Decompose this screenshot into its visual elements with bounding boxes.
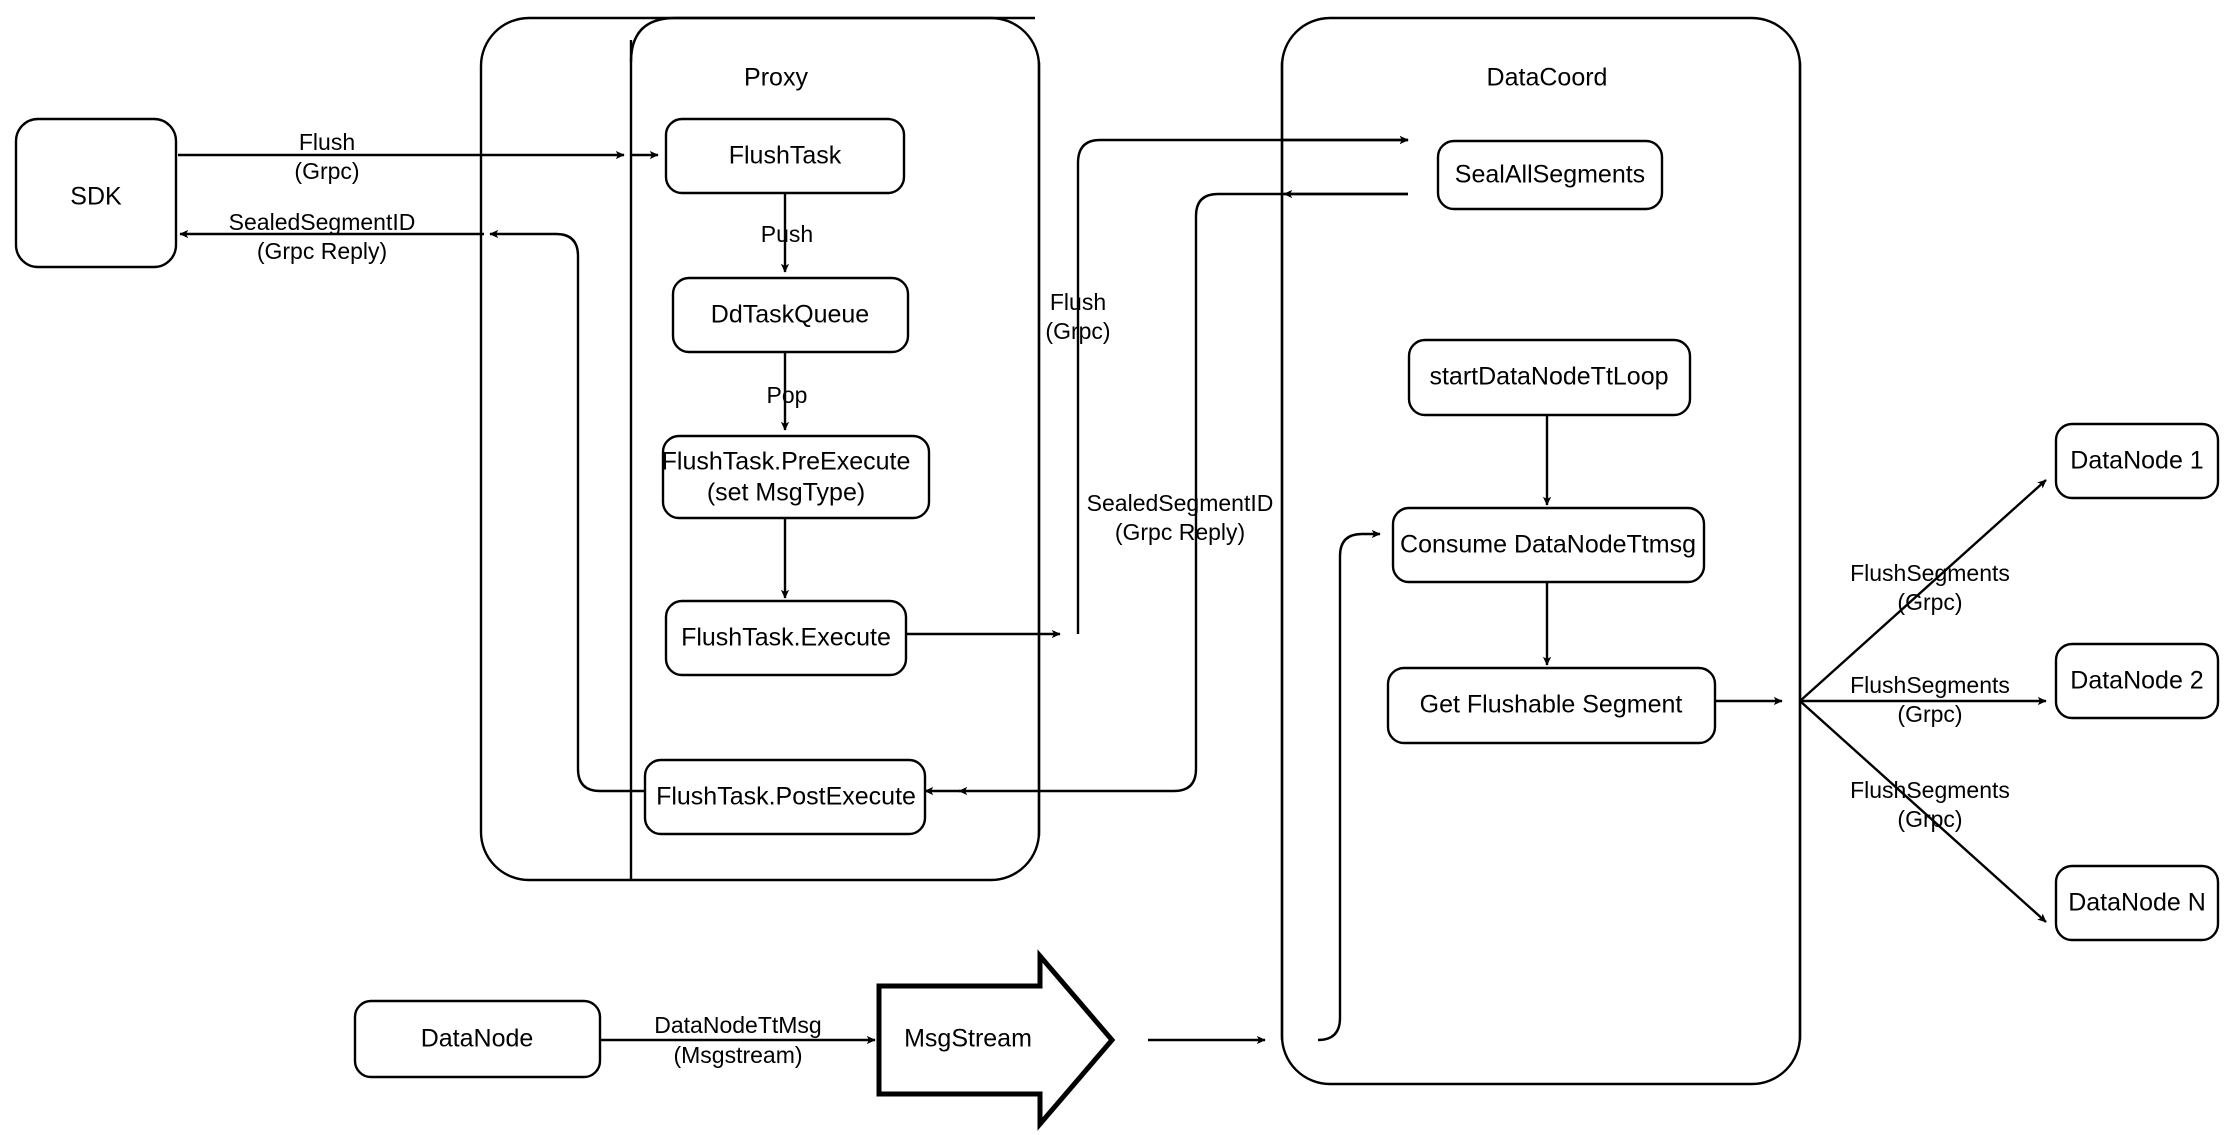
edge-label-proxy-flush-line2: (Grpc) xyxy=(1045,318,1110,344)
node-get-flushable-segment-label: Get Flushable Segment xyxy=(1420,691,1683,719)
node-datanode-1[interactable] xyxy=(2054,422,2220,500)
node-flushtask-postexecute[interactable] xyxy=(643,758,927,836)
proxy-container-label: Proxy xyxy=(744,64,808,92)
edge-label-push: Push xyxy=(761,221,813,247)
edge-postexecute-to-reply xyxy=(489,229,645,793)
node-msgstream-label: MsgStream xyxy=(904,1025,1032,1053)
edge-msgstream-rail-up xyxy=(1317,529,1381,1042)
edge-label-proxy-flush-line1: Flush xyxy=(1050,289,1106,315)
node-datanode-n-label: DataNode N xyxy=(2068,889,2206,917)
node-datanode-source[interactable] xyxy=(353,999,602,1079)
node-consume-datanode-ttmsg[interactable] xyxy=(1391,506,1706,584)
edge-label-flushsegments-2-line1: FlushSegments xyxy=(1850,672,2010,698)
edge-label-proxy-reply-line2: (Grpc Reply) xyxy=(1115,519,1245,545)
edge-label-flushsegments-2-line2: (Grpc) xyxy=(1897,701,1962,727)
edge-proxy-rail-top-curve xyxy=(629,16,1035,63)
node-get-flushable-segment[interactable] xyxy=(1386,666,1717,745)
edge-sealedsegment-return xyxy=(958,192,1408,796)
edge-label-flushsegments-n-line2: (Grpc) xyxy=(1897,806,1962,832)
node-datanode-2[interactable] xyxy=(2054,642,2220,720)
node-start-datanode-tt-loop-label: startDataNodeTtLoop xyxy=(1429,363,1668,391)
edge-label-pop: Pop xyxy=(767,382,808,408)
edge-label-ttmsg-line1: DataNodeTtMsg xyxy=(654,1012,821,1038)
edge-label-sdk-reply-line2: (Grpc Reply) xyxy=(257,238,387,264)
edge-label-flushsegments-n-line1: FlushSegments xyxy=(1850,777,2010,803)
edge-label-sdk-flush-line1: Flush xyxy=(299,129,355,155)
edge-label-sdk-flush-line2: (Grpc) xyxy=(294,158,359,184)
node-seal-all-segments[interactable] xyxy=(1436,139,1664,211)
node-sdk-label: SDK xyxy=(70,183,122,211)
edge-flush-rail-up xyxy=(1076,135,1409,635)
node-datanode-1-label: DataNode 1 xyxy=(2070,447,2203,475)
node-consume-datanode-ttmsg-label: Consume DataNodeTtmsg xyxy=(1400,531,1696,559)
node-flushtask-postexecute-label: FlushTask.PostExecute xyxy=(656,783,916,811)
node-dd-task-queue[interactable] xyxy=(671,276,910,354)
node-datanode-2-label: DataNode 2 xyxy=(2070,667,2203,695)
edge-label-flushsegments-1-line1: FlushSegments xyxy=(1850,560,2010,586)
node-preexecute-line2: (set MsgType) xyxy=(707,479,865,507)
edge-label-ttmsg-line2: (Msgstream) xyxy=(673,1042,802,1068)
node-sdk[interactable] xyxy=(14,117,178,269)
datacoord-container-label: DataCoord xyxy=(1487,64,1608,92)
node-msgstream[interactable] xyxy=(876,949,1116,1131)
edge-label-sdk-reply-line1: SealedSegmentID xyxy=(229,209,416,235)
node-flush-task[interactable] xyxy=(664,117,906,195)
node-preexecute-line1: FlushTask.PreExecute xyxy=(662,448,911,476)
node-flush-task-label: FlushTask xyxy=(729,142,842,170)
edge-label-flushsegments-1-line2: (Grpc) xyxy=(1897,589,1962,615)
node-flushtask-execute[interactable] xyxy=(664,599,908,677)
edge-fanout-datanode1 xyxy=(1799,479,2047,702)
node-flushtask-preexecute[interactable] xyxy=(661,434,931,520)
node-seal-all-segments-label: SealAllSegments xyxy=(1455,161,1645,189)
node-flushtask-execute-label: FlushTask.Execute xyxy=(681,624,891,652)
edge-fanout-datanoden xyxy=(1799,700,2047,923)
node-dd-task-queue-label: DdTaskQueue xyxy=(711,301,869,329)
node-start-datanode-tt-loop[interactable] xyxy=(1407,338,1692,417)
node-datanode-source-label: DataNode xyxy=(421,1025,534,1053)
edge-label-proxy-reply-line1: SealedSegmentID xyxy=(1087,490,1274,516)
node-datanode-n[interactable] xyxy=(2054,864,2220,942)
